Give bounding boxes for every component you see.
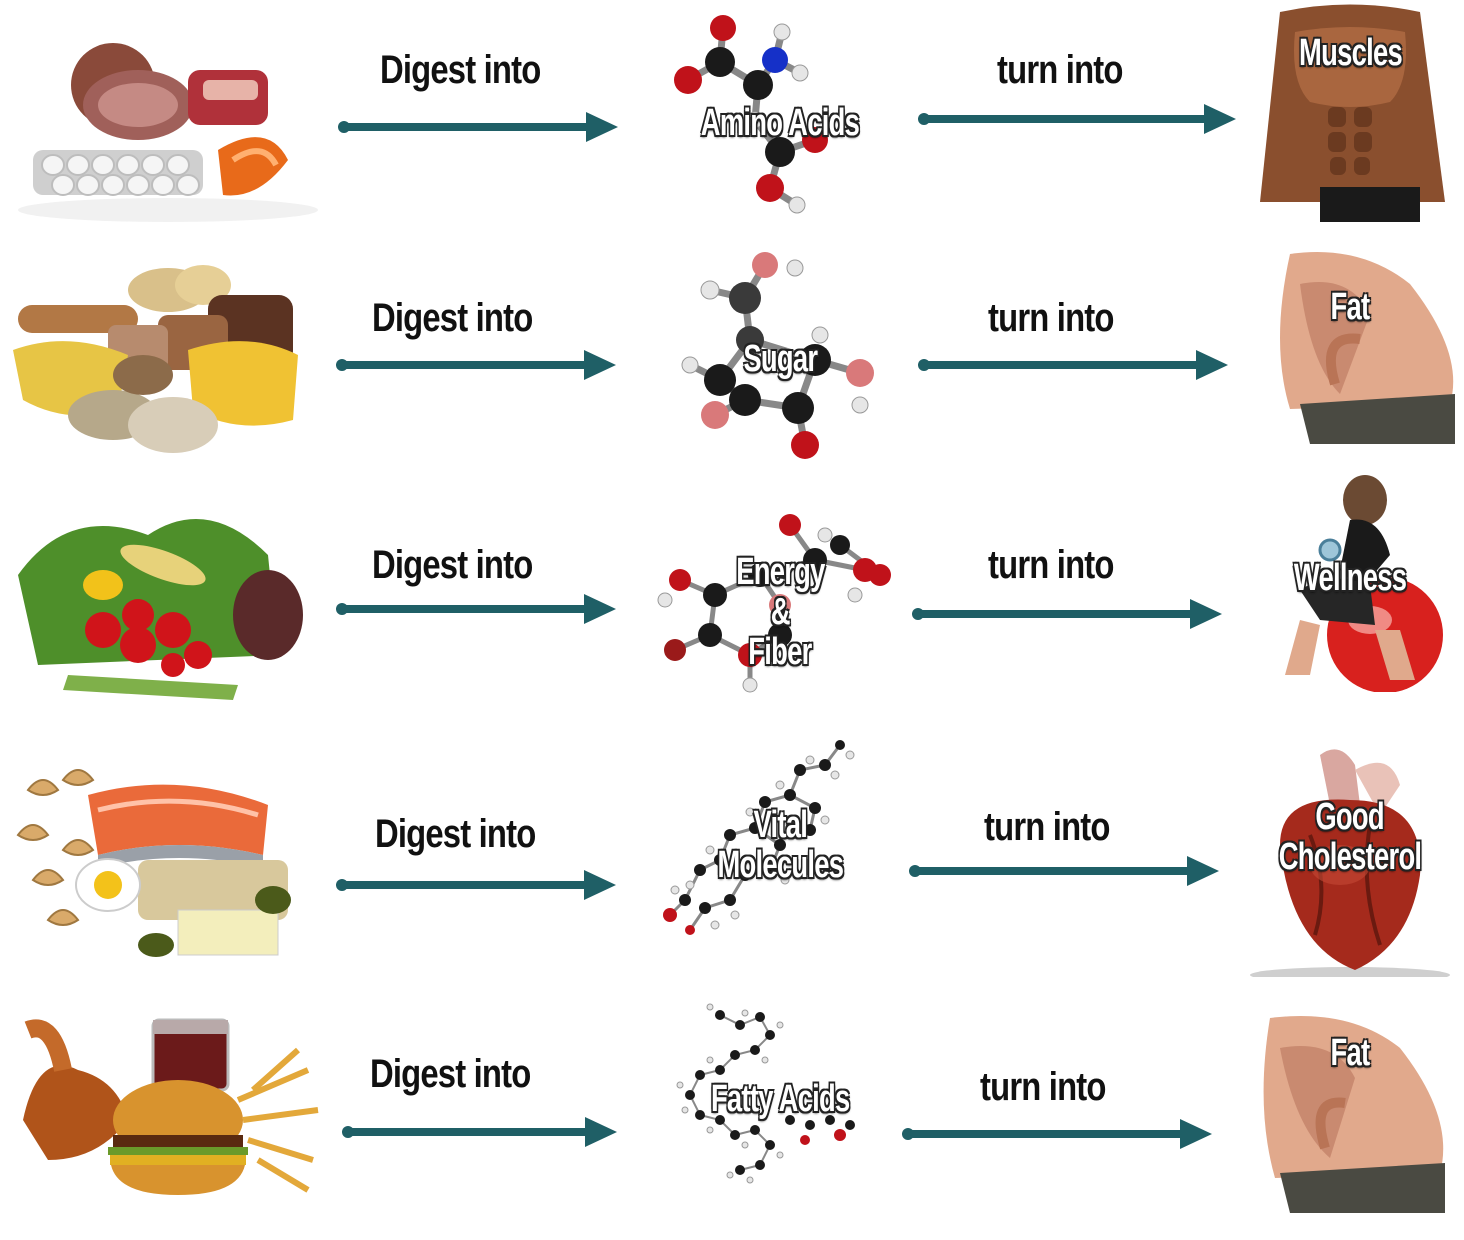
row-protein: Digest into (0, 0, 1464, 240)
row-fast-food: Digest into (0, 990, 1464, 1230)
arrow-digest-icon (336, 110, 621, 144)
digest-label: Digest into (380, 48, 540, 93)
vegetables-icon (8, 495, 328, 710)
row-healthy-fats: Digest into (0, 740, 1464, 980)
arrow-turn-icon (907, 854, 1222, 888)
arrow-turn-icon (916, 348, 1231, 382)
digest-label: Digest into (370, 1052, 530, 1097)
arrow-digest-icon (334, 348, 619, 382)
carbohydrate-foods-icon (8, 250, 328, 465)
arrow-digest-icon (334, 592, 619, 626)
row-vegetables: Digest into (0, 485, 1464, 725)
protein-foods-icon (8, 10, 328, 225)
turn-label: turn into (988, 296, 1114, 341)
molecule-label: Amino Acids (640, 104, 920, 144)
row-carbohydrate: Digest into (0, 240, 1464, 480)
digest-label: Digest into (372, 296, 532, 341)
arrow-turn-icon (900, 1117, 1215, 1151)
result-label: Fat (1240, 1034, 1460, 1074)
belly-fat-icon (1240, 244, 1460, 476)
molecule-label: Fatty Acids (640, 1080, 920, 1120)
healthy-fats-icon (8, 750, 328, 965)
digest-label: Digest into (375, 812, 535, 857)
arrow-turn-icon (916, 102, 1238, 136)
molecule-label: Energy & Fiber (640, 553, 920, 673)
nutrition-diagram: Digest into (0, 0, 1464, 1209)
result-label: Muscles (1240, 34, 1460, 74)
turn-label: turn into (997, 48, 1123, 93)
arrow-turn-icon (910, 597, 1225, 631)
arrow-digest-icon (340, 1115, 620, 1149)
result-label: Wellness (1240, 559, 1460, 599)
molecule-label: Vital Molecules (640, 806, 920, 886)
arrow-digest-icon (334, 868, 619, 902)
turn-label: turn into (984, 805, 1110, 850)
fast-food-icon (8, 1010, 328, 1225)
turn-label: turn into (980, 1065, 1106, 1110)
digest-label: Digest into (372, 543, 532, 588)
molecule-label: Sugar (640, 340, 920, 380)
result-label: Fat (1240, 288, 1460, 328)
turn-label: turn into (988, 543, 1114, 588)
result-label: Good Cholesterol (1240, 798, 1460, 878)
